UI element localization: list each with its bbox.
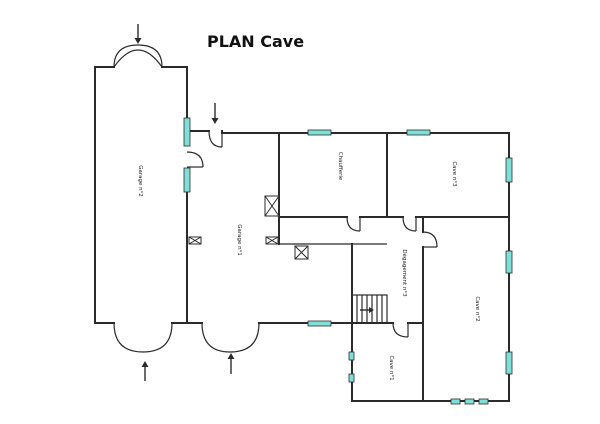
room-label-garage-2: Garage n°2 [137,165,143,197]
windows [183,117,513,405]
staircase [351,294,388,324]
doors [113,44,438,353]
plan-title: PLAN Cave [207,32,304,51]
room-label-garage-1: Garage n°1 [236,224,242,256]
walls [94,66,510,402]
room-label-degagement-3: Dégagement n°3 [401,249,408,297]
room-label-chaufferie: Chaufferie [337,152,343,181]
ducts [188,195,309,260]
entry-arrows [134,24,235,381]
room-label-cave-3: Cave n°3 [451,161,457,187]
room-label-cave-2: Cave n°2 [474,296,480,321]
room-label-cave-1: Cave n°1 [388,355,394,380]
